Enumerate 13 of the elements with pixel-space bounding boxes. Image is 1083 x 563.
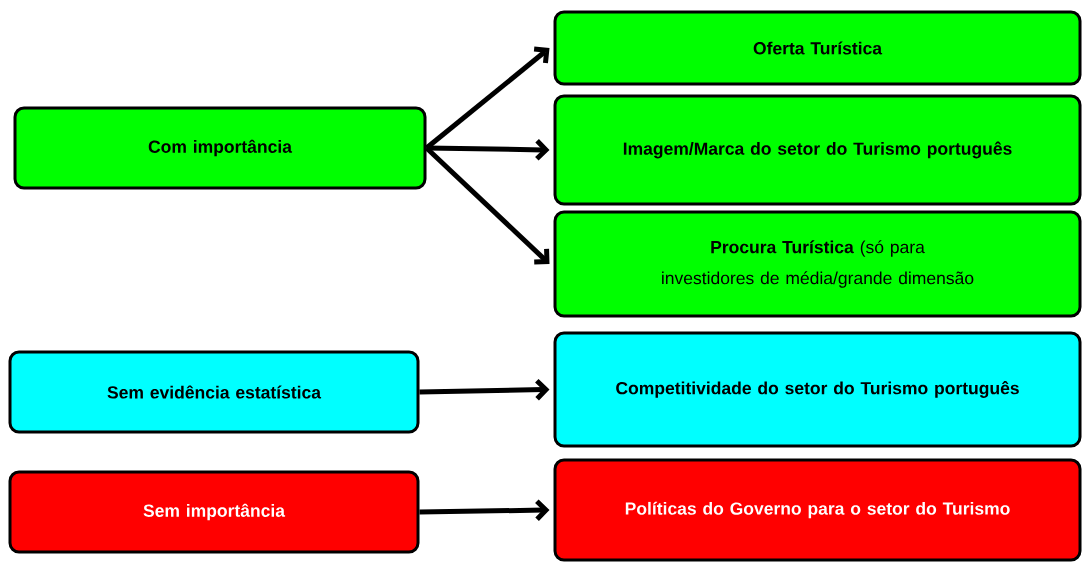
arrow [424, 146, 550, 265]
process-box: Com importância [13, 106, 427, 190]
arrow [419, 378, 550, 401]
arrow [424, 46, 550, 150]
process-box: Oferta Turística [553, 10, 1082, 86]
process-box: Imagem/Marca do setor do Turismo português [553, 94, 1082, 206]
arrow [419, 499, 550, 521]
process-box: Sem evidência estatística [8, 350, 420, 434]
process-box: Competitividade do setor do Turismo português [553, 331, 1082, 448]
process-box: Políticas do Governo para o setor do Turismo [553, 458, 1082, 562]
process-box: Procura Turística (só para investidores de média/grande dimensão [553, 210, 1082, 318]
arrow [426, 139, 550, 161]
process-box: Sem importância [8, 470, 420, 554]
